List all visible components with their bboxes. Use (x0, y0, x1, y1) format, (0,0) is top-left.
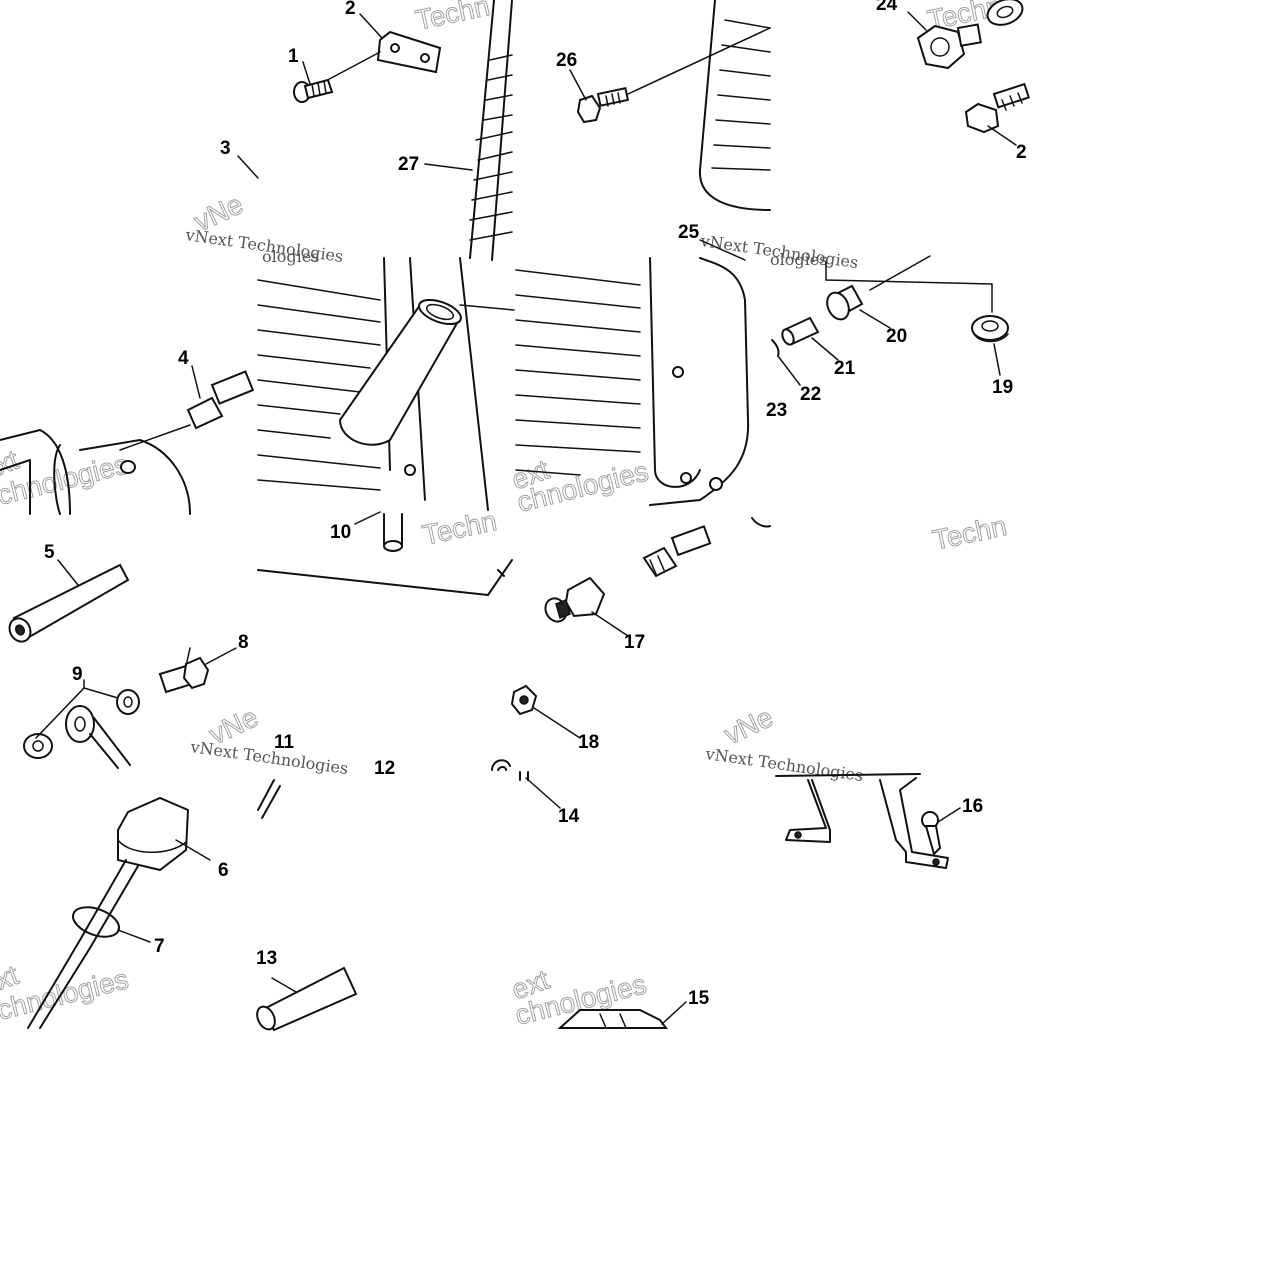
callout-23: 23 (766, 400, 787, 421)
bolt-part (576, 27, 771, 124)
watermark-text: chnologies (0, 963, 131, 1025)
callout-15: 15 (688, 988, 710, 1009)
callout-1: 1 (288, 46, 299, 67)
watermark-caption: ologies (770, 250, 827, 269)
watermark-layer: Techn Techn Techn Techn chnologies chnol… (0, 0, 1010, 1031)
watermark-text: Techn (930, 510, 1010, 556)
overflow-hose (257, 513, 513, 596)
banjo-fitting (23, 687, 140, 769)
screw-part (921, 811, 942, 856)
callout-25: 25 (678, 222, 700, 243)
watermark-text: vNe (719, 701, 777, 750)
radiator-cap (27, 796, 190, 1029)
callout-27: 27 (398, 154, 419, 175)
bracket-part (319, 30, 442, 85)
radiator-core (257, 0, 771, 511)
hose-clamp (491, 759, 529, 781)
callout-22: 22 (800, 384, 821, 405)
hose-part (256, 779, 358, 1032)
temperature-sensor (544, 576, 606, 623)
drain-bolt-part (916, 0, 1024, 70)
callout-labels: 1 2 3 4 5 6 7 8 9 10 11 12 13 14 15 16 1… (44, 0, 1027, 1009)
grommet-part (825, 255, 1009, 343)
watermark-text: Techn (413, 0, 493, 36)
expansion-tank (0, 429, 191, 515)
sleeve-part (781, 316, 820, 346)
callout-17: 17 (624, 632, 645, 653)
callout-11: 11 (274, 732, 295, 753)
callout-10: 10 (330, 522, 351, 543)
callout-20: 20 (886, 326, 907, 347)
watermark-text: Techn (420, 505, 500, 551)
watermark-caption: vNext Technologies (188, 737, 349, 778)
watermark-caption: ologies (262, 247, 319, 266)
watermark-caption: vNext Technologies (703, 744, 864, 785)
callout-13: 13 (256, 948, 277, 969)
o-ring-part (72, 906, 120, 938)
callout-4: 4 (178, 348, 189, 369)
callout-3: 3 (220, 138, 231, 159)
callout-7: 7 (154, 936, 165, 957)
callout-14: 14 (558, 806, 580, 827)
callout-16: 16 (962, 796, 983, 817)
nut-part (510, 684, 538, 716)
callout-24: 24 (876, 0, 898, 15)
callout-21: 21 (834, 358, 856, 379)
watermark-text: chnologies (0, 448, 131, 510)
callout-9: 9 (72, 664, 83, 685)
screw-part (293, 78, 334, 103)
leader-lines (57, 11, 1017, 1025)
mounting-bracket (775, 773, 949, 869)
bolt-part (964, 82, 1031, 134)
callout-6: 6 (218, 860, 229, 881)
banjo-bolt (158, 647, 237, 694)
fitting-part (119, 370, 255, 451)
hose-part (8, 563, 130, 643)
callout-18: 18 (578, 732, 599, 753)
thermostat-housing (557, 1009, 668, 1029)
callout-2-right: 2 (1016, 142, 1027, 163)
filler-neck (338, 298, 515, 446)
washer-part (771, 339, 780, 357)
callout-19: 19 (992, 377, 1013, 398)
fitting-part (642, 517, 771, 578)
callout-2: 2 (345, 0, 356, 19)
bushing-part (826, 284, 864, 321)
callout-26: 26 (556, 50, 577, 71)
callout-12: 12 (374, 758, 395, 779)
callout-8: 8 (238, 632, 249, 653)
callout-5: 5 (44, 542, 55, 563)
